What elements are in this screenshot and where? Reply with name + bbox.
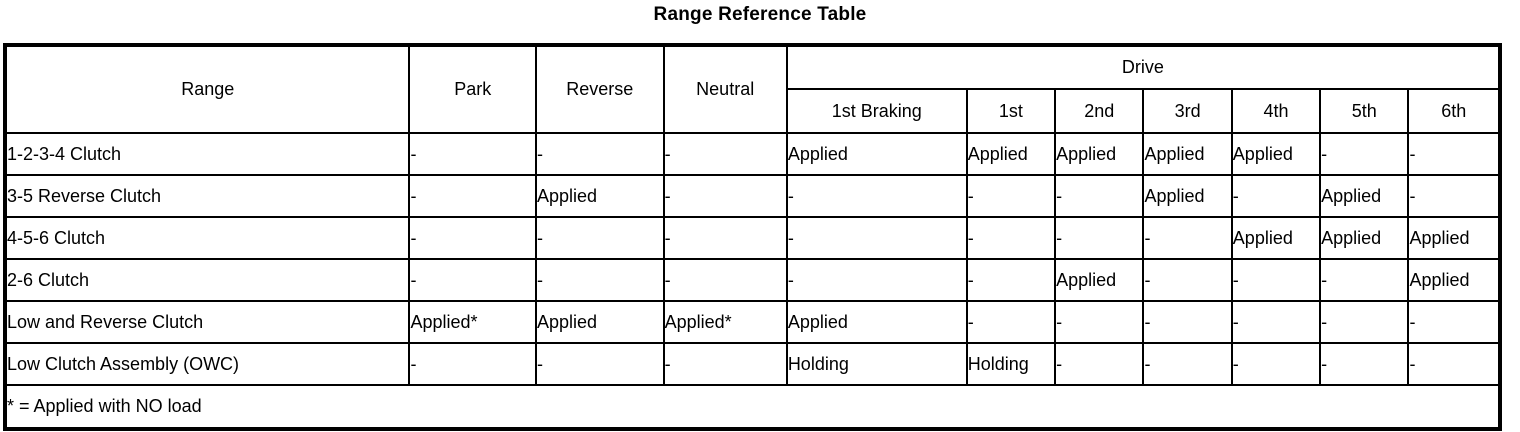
cell-drive-1st: Applied: [965, 132, 1057, 176]
row-label: Low Clutch Assembly (OWC): [7, 342, 411, 386]
cell-drive-2nd: -: [1054, 300, 1145, 344]
row-label: Low and Reverse Clutch: [7, 300, 411, 344]
cell-drive-1st: -: [965, 300, 1057, 344]
cell-neutral: -: [662, 216, 788, 260]
cell-drive-1st: Holding: [965, 342, 1057, 386]
cell-drive-1st-braking: -: [785, 258, 968, 302]
table-row: Low Clutch Assembly (OWC) - - - Holding …: [7, 342, 1498, 386]
cell-drive-1st: -: [965, 216, 1057, 260]
page-title: Range Reference Table: [653, 4, 867, 25]
cell-drive-2nd: Applied: [1054, 258, 1145, 302]
cell-drive-6th: Applied: [1407, 216, 1498, 260]
cell-drive-6th: -: [1407, 300, 1498, 344]
header-drive-1st-braking: 1st Braking: [786, 88, 968, 134]
cell-drive-4th: -: [1230, 258, 1322, 302]
cell-drive-5th: -: [1319, 258, 1410, 302]
cell-neutral: -: [662, 132, 788, 176]
cell-drive-3rd: -: [1142, 216, 1233, 260]
cell-reverse: Applied: [534, 300, 665, 344]
table-row: 2-6 Clutch - - - - - Applied - - - Appli…: [7, 258, 1498, 302]
cell-park: -: [408, 132, 537, 176]
cell-park: Applied*: [408, 300, 537, 344]
cell-reverse: -: [534, 216, 665, 260]
cell-reverse: -: [534, 342, 665, 386]
header-drive-1st: 1st: [965, 88, 1057, 134]
cell-drive-6th: -: [1407, 174, 1498, 218]
header-drive-2nd: 2nd: [1054, 88, 1145, 134]
header-drive-4th: 4th: [1230, 88, 1322, 134]
table-body: 1-2-3-4 Clutch - - - Applied Applied App…: [7, 132, 1498, 427]
row-label: 2-6 Clutch: [7, 258, 411, 302]
row-label: 1-2-3-4 Clutch: [7, 132, 411, 176]
cell-drive-3rd: Applied: [1142, 174, 1233, 218]
row-label: 4-5-6 Clutch: [7, 216, 411, 260]
cell-drive-5th: -: [1319, 342, 1410, 386]
cell-drive-3rd: -: [1142, 300, 1233, 344]
cell-drive-4th: -: [1230, 342, 1322, 386]
header-neutral: Neutral: [662, 47, 788, 134]
cell-neutral: -: [662, 258, 788, 302]
cell-neutral: Applied*: [662, 300, 788, 344]
header-park: Park: [408, 47, 537, 134]
cell-drive-2nd: -: [1054, 174, 1145, 218]
table-row: 3-5 Reverse Clutch - Applied - - - - App…: [7, 174, 1498, 218]
cell-drive-1st: -: [965, 174, 1057, 218]
cell-drive-6th: Applied: [1407, 258, 1498, 302]
cell-neutral: -: [662, 342, 788, 386]
cell-drive-2nd: Applied: [1054, 132, 1145, 176]
cell-reverse: -: [534, 132, 665, 176]
cell-neutral: -: [662, 174, 788, 218]
header-drive-5th: 5th: [1319, 88, 1410, 134]
header-drive-3rd: 3rd: [1142, 88, 1233, 134]
cell-drive-4th: Applied: [1230, 216, 1322, 260]
row-label: 3-5 Reverse Clutch: [7, 174, 411, 218]
header-row-sub: 1st Braking 1st 2nd 3rd 4th 5th 6th: [7, 88, 1498, 134]
cell-drive-3rd: Applied: [1142, 132, 1233, 176]
footnote-text: * = Applied with NO load: [7, 384, 1498, 427]
range-reference-table: Range Park Reverse Neutral Drive 1st Bra…: [3, 43, 1502, 431]
cell-drive-1st-braking: Applied: [785, 300, 968, 344]
cell-park: -: [408, 174, 537, 218]
cell-reverse: Applied: [534, 174, 665, 218]
header-drive-group: Drive: [785, 47, 1498, 90]
cell-park: -: [408, 258, 537, 302]
header-reverse: Reverse: [534, 47, 665, 134]
cell-drive-2nd: -: [1054, 342, 1145, 386]
cell-park: -: [408, 216, 537, 260]
cell-drive-1st-braking: -: [785, 174, 968, 218]
cell-drive-6th: -: [1407, 342, 1498, 386]
cell-drive-2nd: -: [1054, 216, 1145, 260]
cell-drive-5th: -: [1319, 132, 1410, 176]
cell-drive-1st: -: [965, 258, 1057, 302]
cell-drive-5th: -: [1319, 300, 1410, 344]
cell-park: -: [408, 342, 537, 386]
cell-drive-1st-braking: -: [785, 216, 968, 260]
header-drive-6th: 6th: [1407, 88, 1498, 134]
cell-drive-4th: -: [1230, 300, 1322, 344]
table-row: 4-5-6 Clutch - - - - - - - Applied Appli…: [7, 216, 1498, 260]
cell-drive-4th: Applied: [1230, 132, 1322, 176]
cell-drive-6th: -: [1407, 132, 1498, 176]
cell-drive-5th: Applied: [1319, 174, 1410, 218]
cell-drive-4th: -: [1230, 174, 1322, 218]
cell-drive-5th: Applied: [1319, 216, 1410, 260]
cell-drive-1st-braking: Applied: [785, 132, 968, 176]
table: Range Park Reverse Neutral Drive 1st Bra…: [7, 47, 1498, 427]
cell-drive-3rd: -: [1142, 342, 1233, 386]
header-range: Range: [7, 47, 411, 134]
table-row: 1-2-3-4 Clutch - - - Applied Applied App…: [7, 132, 1498, 176]
header-row-top: Range Park Reverse Neutral Drive: [7, 47, 1498, 134]
cell-drive-3rd: -: [1142, 258, 1233, 302]
footnote-row: * = Applied with NO load: [7, 384, 1498, 427]
table-row: Low and Reverse Clutch Applied* Applied …: [7, 300, 1498, 344]
table-head: Range Park Reverse Neutral Drive 1st Bra…: [7, 47, 1498, 134]
cell-reverse: -: [534, 258, 665, 302]
cell-drive-1st-braking: Holding: [785, 342, 968, 386]
